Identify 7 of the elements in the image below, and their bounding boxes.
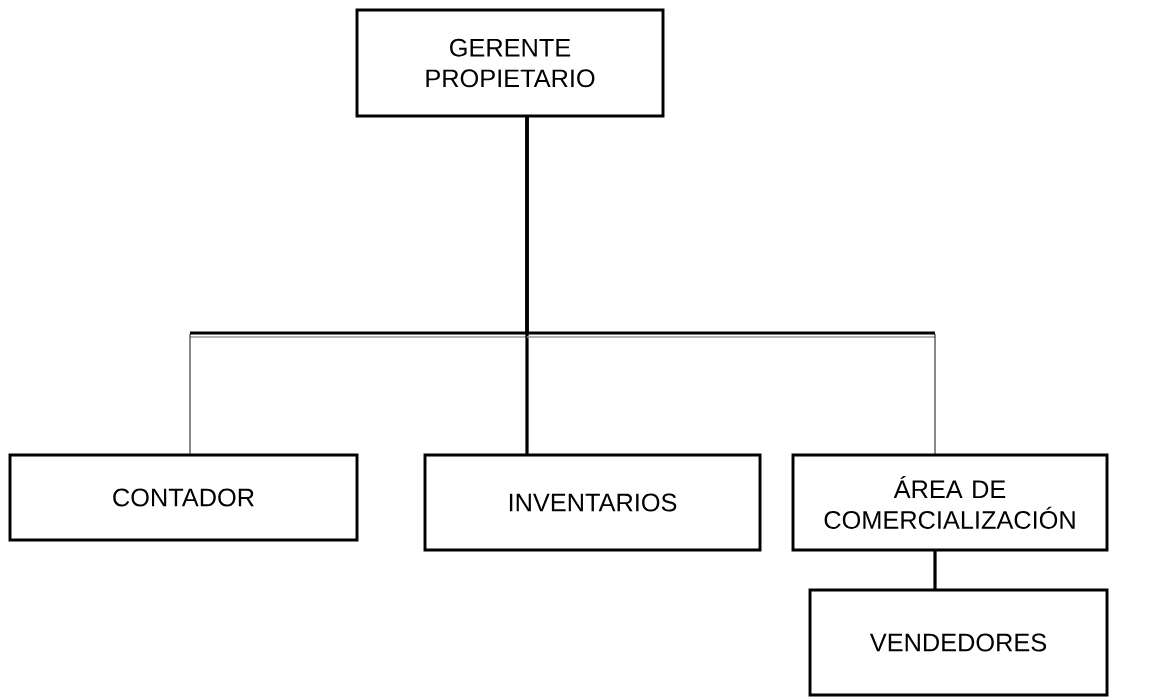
- org-box: VENDEDORES: [808, 588, 1109, 697]
- org-box: GERENTE PROPIETARIO: [355, 8, 665, 118]
- connector-line: [933, 551, 937, 589]
- org-box: INVENTARIOS: [423, 453, 762, 552]
- connector-line: [525, 117, 936, 455]
- org-box: ÁREA DE COMERCIALIZACIÓN: [791, 453, 1109, 552]
- org-box: CONTADOR: [8, 453, 359, 542]
